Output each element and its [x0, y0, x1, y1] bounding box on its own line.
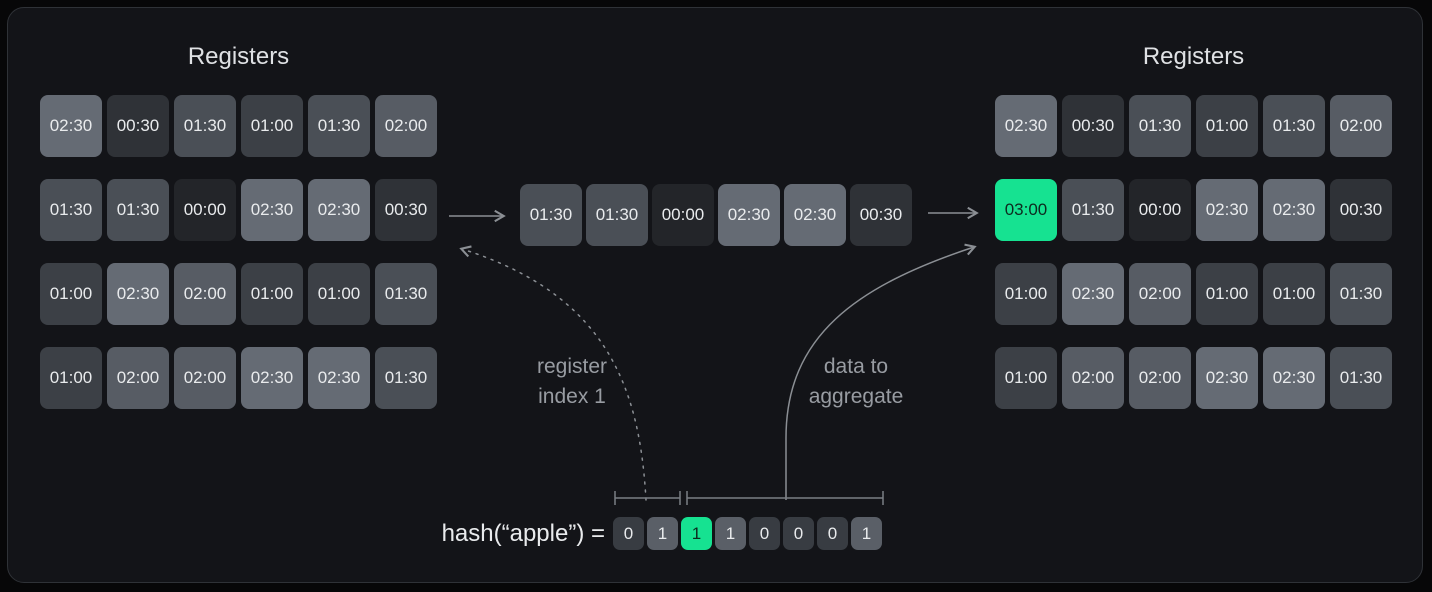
register-cell: 01:30	[1129, 95, 1191, 157]
register-cell: 01:30	[1062, 179, 1124, 241]
hash-bit: 0	[817, 517, 848, 550]
register-cell: 01:00	[995, 263, 1057, 325]
register-cell: 00:30	[107, 95, 169, 157]
highlighted-hash-bit: 1	[681, 517, 712, 550]
register-cell: 01:00	[40, 347, 102, 409]
right-registers-title: Registers	[1142, 43, 1245, 70]
hash-bit: 1	[647, 517, 678, 550]
register-cell: 02:30	[784, 184, 846, 246]
register-cell: 01:30	[586, 184, 648, 246]
hash-bit: 0	[749, 517, 780, 550]
hash-bit: 0	[613, 517, 644, 550]
register-index-label-line2: index 1	[538, 385, 606, 408]
register-cell: 02:30	[718, 184, 780, 246]
register-cell: 02:00	[174, 347, 236, 409]
register-cell: 02:00	[107, 347, 169, 409]
register-cell: 00:30	[375, 179, 437, 241]
register-cell: 02:30	[1263, 347, 1325, 409]
register-cell: 02:00	[1129, 263, 1191, 325]
register-cell: 01:30	[520, 184, 582, 246]
register-cell: 01:00	[40, 263, 102, 325]
register-cell: 02:00	[174, 263, 236, 325]
register-cell: 01:30	[308, 95, 370, 157]
register-cell: 02:00	[1330, 95, 1392, 157]
highlighted-register-cell: 03:00	[995, 179, 1057, 241]
data-aggregate-label-line1: data to	[823, 355, 889, 378]
register-cell: 01:30	[1330, 347, 1392, 409]
register-cell: 01:30	[375, 347, 437, 409]
register-cell: 01:30	[174, 95, 236, 157]
register-index-label: register index 1	[472, 352, 672, 412]
register-cell: 01:00	[241, 95, 303, 157]
hash-expression: hash(“apple”) =	[441, 520, 605, 547]
register-cell: 01:00	[1263, 263, 1325, 325]
register-cell: 00:30	[850, 184, 912, 246]
register-cell: 02:30	[1196, 347, 1258, 409]
register-cell: 02:30	[40, 95, 102, 157]
register-cell: 02:30	[308, 179, 370, 241]
hash-bit: 1	[715, 517, 746, 550]
register-cell: 02:30	[308, 347, 370, 409]
register-cell: 01:30	[107, 179, 169, 241]
data-aggregate-label: data to aggregate	[756, 352, 956, 412]
register-index-label-line1: register	[536, 355, 608, 378]
register-cell: 00:30	[1330, 179, 1392, 241]
register-cell: 01:00	[1196, 263, 1258, 325]
data-aggregate-label-line2: aggregate	[808, 385, 904, 408]
register-cell: 02:30	[241, 179, 303, 241]
hash-bit: 1	[851, 517, 882, 550]
hash-bit: 0	[783, 517, 814, 550]
register-cell: 02:30	[1062, 263, 1124, 325]
register-cell: 02:00	[1129, 347, 1191, 409]
register-cell: 01:30	[1330, 263, 1392, 325]
register-cell: 02:30	[1263, 179, 1325, 241]
register-cell: 02:30	[995, 95, 1057, 157]
register-cell: 02:00	[375, 95, 437, 157]
register-cell: 00:30	[1062, 95, 1124, 157]
register-cell: 01:00	[241, 263, 303, 325]
register-cell: 02:30	[1196, 179, 1258, 241]
register-cell: 00:00	[174, 179, 236, 241]
left-registers-title: Registers	[187, 43, 290, 70]
register-cell: 01:00	[308, 263, 370, 325]
register-cell: 01:00	[1196, 95, 1258, 157]
register-cell: 02:30	[241, 347, 303, 409]
register-cell: 01:30	[1263, 95, 1325, 157]
register-cell: 02:00	[1062, 347, 1124, 409]
register-cell: 00:00	[652, 184, 714, 246]
register-cell: 01:00	[995, 347, 1057, 409]
register-cell: 02:30	[107, 263, 169, 325]
register-cell: 01:30	[40, 179, 102, 241]
register-cell: 00:00	[1129, 179, 1191, 241]
register-cell: 01:30	[375, 263, 437, 325]
